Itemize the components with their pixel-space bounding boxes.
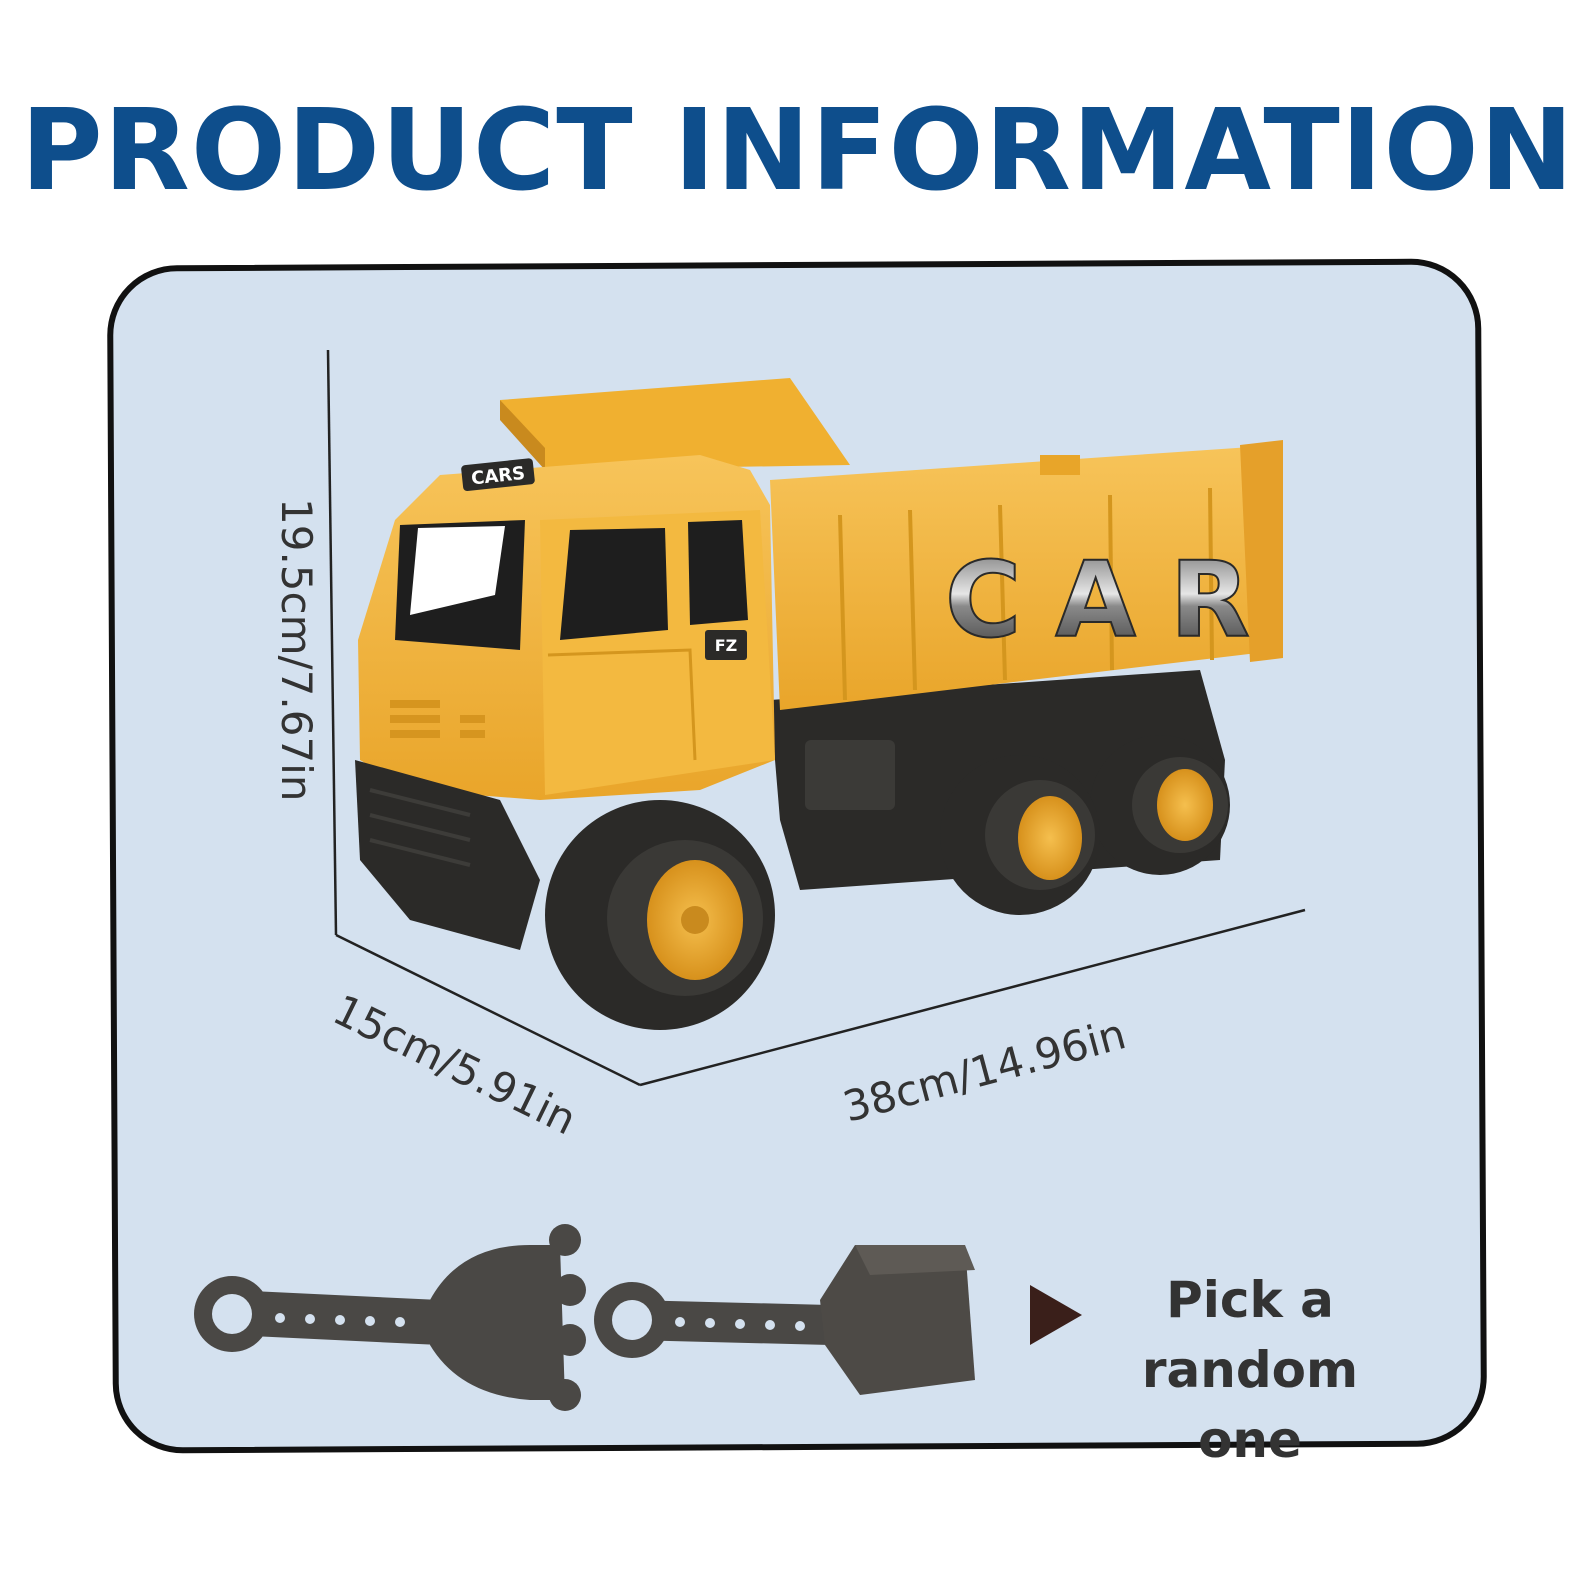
dump-truck-image: CAR CARS FZ bbox=[355, 378, 1284, 1030]
pick-note-line1: Pick a bbox=[1166, 1271, 1334, 1329]
page-title: PRODUCT INFORMATION bbox=[20, 86, 1575, 216]
shovel-toy-image bbox=[594, 1245, 975, 1395]
play-arrow-icon bbox=[1030, 1285, 1082, 1345]
rear-wheel-back bbox=[1090, 735, 1230, 875]
height-label: 19.5cm/7.67in bbox=[272, 498, 321, 801]
truck-car-lettering: CAR bbox=[945, 539, 1284, 661]
rear-wheel-front bbox=[940, 755, 1100, 915]
pick-random-note: Pick a random one bbox=[1085, 1265, 1415, 1475]
width-label: 15cm/5.91in bbox=[326, 985, 584, 1145]
front-wheel bbox=[545, 800, 775, 1030]
length-label: 38cm/14.96in bbox=[838, 1009, 1131, 1131]
pick-note-line2: random one bbox=[1141, 1341, 1359, 1469]
door-badge-text: FZ bbox=[715, 636, 738, 655]
door-badge: FZ bbox=[705, 630, 747, 660]
dimension-lines bbox=[326, 349, 1306, 1087]
rake-toy-image bbox=[194, 1224, 586, 1411]
roof-badge: CARS bbox=[461, 458, 535, 491]
